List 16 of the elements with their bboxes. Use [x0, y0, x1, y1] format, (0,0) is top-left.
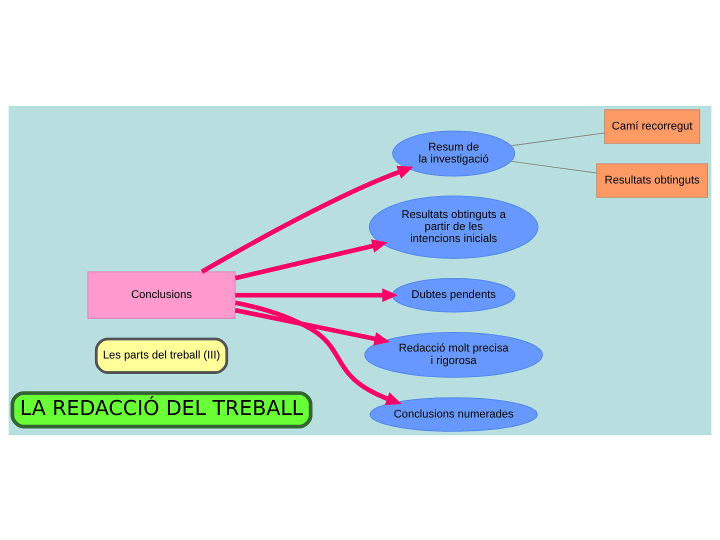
- arrow: [235, 288, 398, 302]
- connector: [510, 160, 597, 173]
- node-ellipse: Dubtes pendents: [392, 277, 516, 312]
- arrow: [200, 165, 414, 274]
- arrow: [234, 238, 388, 280]
- node-box: LA REDACCIÓ DEL TREBALL: [10, 390, 312, 428]
- node-ellipse: Conclusions numerades: [370, 396, 538, 432]
- node-box: Camí recorregut: [604, 108, 700, 144]
- node-ellipse: Resum de la investigació: [392, 130, 516, 176]
- node-box: Conclusions: [87, 270, 236, 318]
- node-box: Les parts del treball (III): [94, 337, 228, 374]
- node-ellipse: Resultats obtinguts a partir de les intencions inicials: [368, 195, 538, 258]
- connector: [510, 132, 606, 146]
- arrow: [234, 307, 390, 345]
- node-box: Resultats obtinguts: [596, 162, 708, 198]
- arrow: [234, 300, 402, 405]
